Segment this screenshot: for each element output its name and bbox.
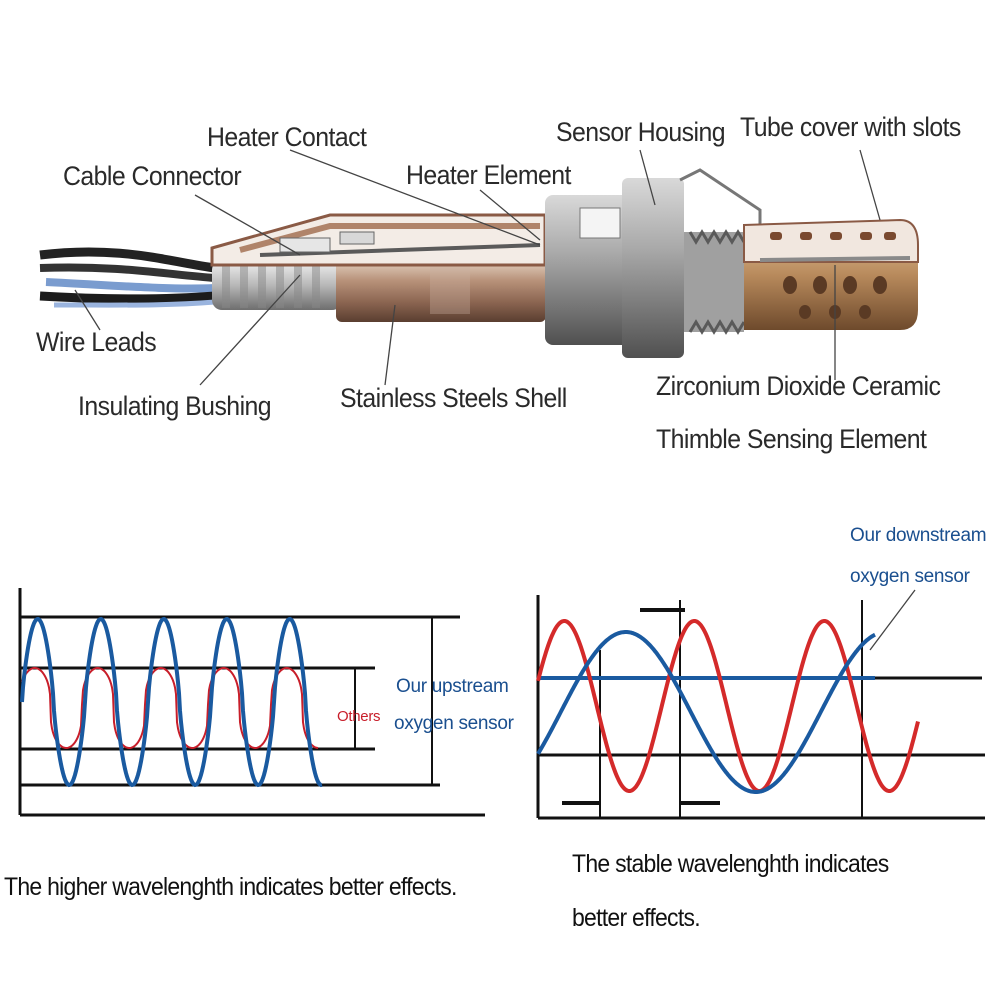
label-heater-contact: Heater Contact bbox=[207, 122, 367, 152]
cutaway-section bbox=[210, 213, 547, 267]
label-wire-leads: Wire Leads bbox=[36, 327, 157, 357]
tube-cover-shape bbox=[743, 218, 919, 330]
label-zirconium-line2: Thimble Sensing Element bbox=[656, 424, 927, 454]
caption-right-line2: better effects. bbox=[572, 904, 701, 932]
label-cable-connector: Cable Connector bbox=[63, 161, 242, 191]
label-heater-element: Heater Element bbox=[406, 160, 571, 190]
label-tube-cover: Tube cover with slots bbox=[740, 112, 961, 142]
others-waveform bbox=[21, 667, 319, 749]
caption-right-line1: The stable wavelenghth indicates bbox=[572, 850, 889, 878]
oxygen-sensor-illustration bbox=[39, 168, 919, 358]
label-upstream-line2: oxygen sensor bbox=[394, 713, 514, 734]
label-insulating-bushing: Insulating Bushing bbox=[78, 391, 272, 421]
label-stainless-shell: Stainless Steels Shell bbox=[340, 383, 567, 413]
others-waveform bbox=[536, 619, 920, 793]
stainless-shell-shape bbox=[336, 258, 546, 322]
label-upstream-line1: Our upstream bbox=[396, 676, 509, 697]
label-zirconium-line1: Zirconium Dioxide Ceramic bbox=[656, 371, 941, 401]
caption-left: The higher wavelenghth indicates better … bbox=[4, 873, 457, 901]
leader-lines bbox=[74, 149, 881, 386]
label-sensor-housing: Sensor Housing bbox=[556, 117, 726, 147]
wire-leads-icon bbox=[39, 247, 216, 308]
label-others: Others bbox=[337, 708, 381, 725]
our-downstream-waveform bbox=[536, 630, 876, 794]
insulating-bushing-shape bbox=[212, 260, 342, 310]
right-waveform-chart bbox=[536, 589, 985, 820]
left-waveform-chart bbox=[18, 588, 485, 817]
label-downstream-line1: Our downstream bbox=[850, 525, 987, 546]
our-upstream-waveform bbox=[20, 616, 323, 788]
sensor-housing-shape bbox=[545, 168, 762, 358]
label-downstream-line2: oxygen sensor bbox=[850, 566, 970, 587]
